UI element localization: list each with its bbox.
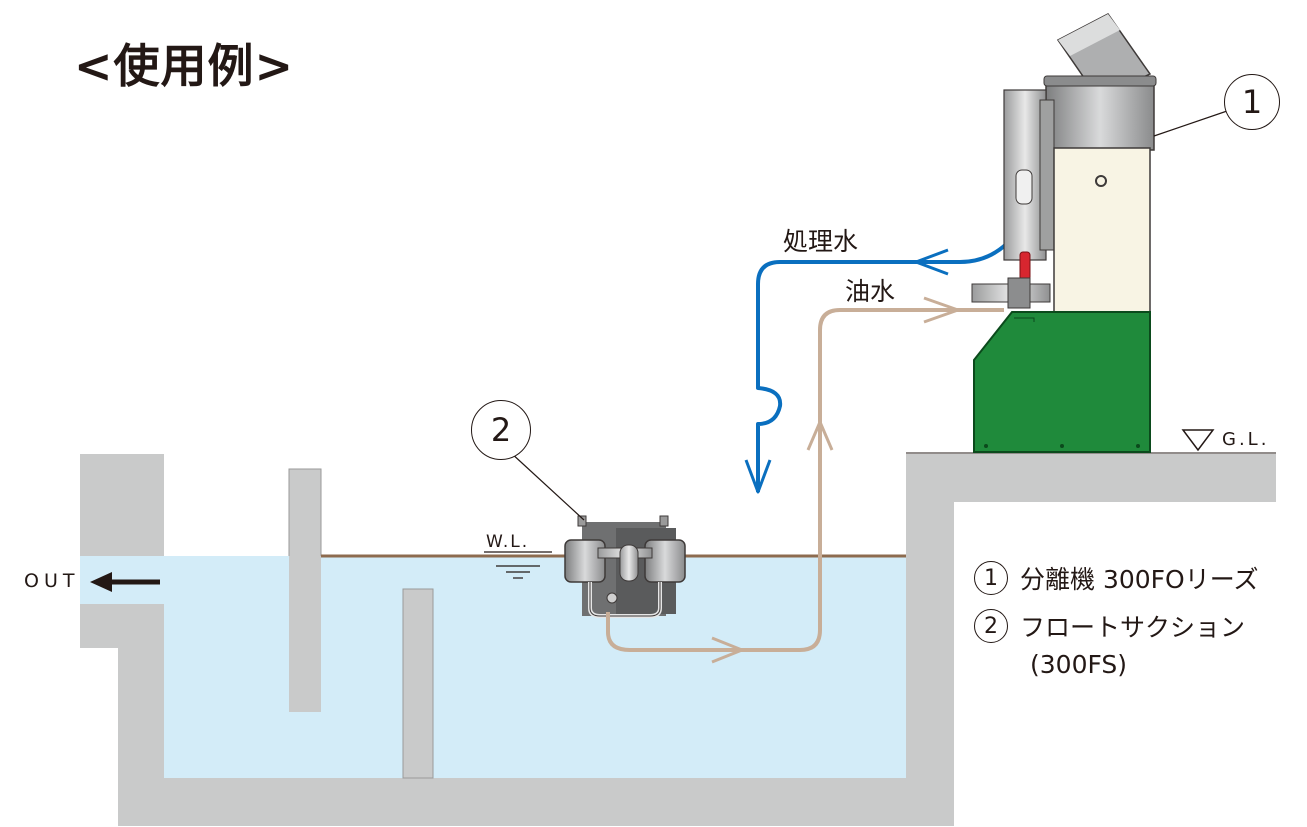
legend-sub-2: (300FS) <box>1030 650 1128 679</box>
ground-level-label: G.L. <box>1222 429 1270 450</box>
oily-water-flow <box>606 296 1004 664</box>
outlet-label: OUT <box>24 570 80 592</box>
legend-number-2: 2 <box>974 609 1008 643</box>
baffle-wall-right <box>402 588 434 779</box>
water-body <box>80 554 906 779</box>
callout-2-marker: 2 <box>471 400 531 460</box>
float-suction-device <box>564 515 686 618</box>
callout-2-leader <box>509 451 585 521</box>
callout-1-marker: 1 <box>1224 74 1280 130</box>
water-level-label: W.L. <box>486 532 530 552</box>
legend-text-1: 分離機 300FOリーズ <box>1020 565 1259 594</box>
separator-unit <box>971 13 1157 453</box>
oily-water-label: 油水 <box>845 277 896 306</box>
legend-item-1: 1 分離機 300FOリーズ <box>974 560 1258 596</box>
legend-text-2: フロートサクション <box>1020 613 1246 642</box>
legend-number-1: 1 <box>974 561 1008 595</box>
callout-1-leader <box>1153 109 1231 137</box>
water-level-symbol <box>484 551 552 579</box>
treated-water-label: 処理水 <box>783 227 859 256</box>
page-title: <使用例> <box>74 39 295 93</box>
legend-item-2: 2 フロートサクション <box>974 608 1245 644</box>
treated-water-flow <box>744 220 1026 494</box>
outlet-arrow <box>90 572 160 592</box>
